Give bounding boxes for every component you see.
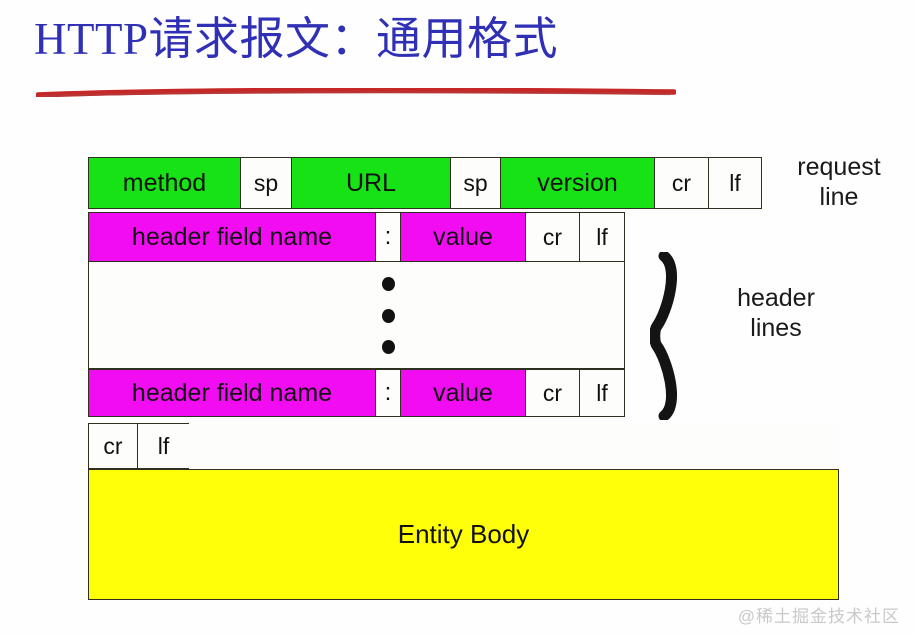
header-lines-label: header lines	[737, 284, 815, 342]
cell-header-ellipsis-row	[88, 261, 625, 369]
cell-header-value-last: value	[400, 369, 526, 417]
cell-lf-header-last: lf	[579, 369, 625, 417]
ellipsis-dot-1	[382, 277, 395, 291]
cell-header-value-first: value	[400, 212, 526, 262]
cell-colon-first: :	[375, 212, 401, 262]
cell-cr-header-last: cr	[525, 369, 580, 417]
header-lines-brace-icon	[650, 252, 677, 420]
cell-cr-request-line: cr	[654, 157, 709, 209]
cell-cr-header-first: cr	[525, 212, 580, 262]
cell-version: version	[500, 157, 655, 209]
cell-header-field-name-last: header field name	[88, 369, 376, 417]
cell-sp-1: sp	[240, 157, 292, 209]
watermark: @稀土掘金技术社区	[737, 607, 900, 626]
ellipsis-dot-3	[382, 340, 395, 354]
cell-lf-blank-line: lf	[137, 423, 190, 469]
cell-lf-header-first: lf	[579, 212, 625, 262]
cell-cr-blank-line: cr	[88, 423, 138, 469]
cell-entity-body: Entity Body	[88, 469, 839, 600]
cell-sp-2: sp	[450, 157, 501, 209]
cell-blank-line-remainder	[189, 423, 839, 469]
cell-method: method	[88, 157, 241, 209]
cell-url: URL	[291, 157, 451, 209]
cell-colon-last: :	[375, 369, 401, 417]
cell-header-field-name-first: header field name	[88, 212, 376, 262]
cell-lf-request-line: lf	[708, 157, 762, 209]
ellipsis-dot-2	[382, 309, 395, 323]
page-title: HTTP请求报文：通用格式	[34, 14, 559, 64]
request-line-label: request line	[797, 153, 881, 211]
